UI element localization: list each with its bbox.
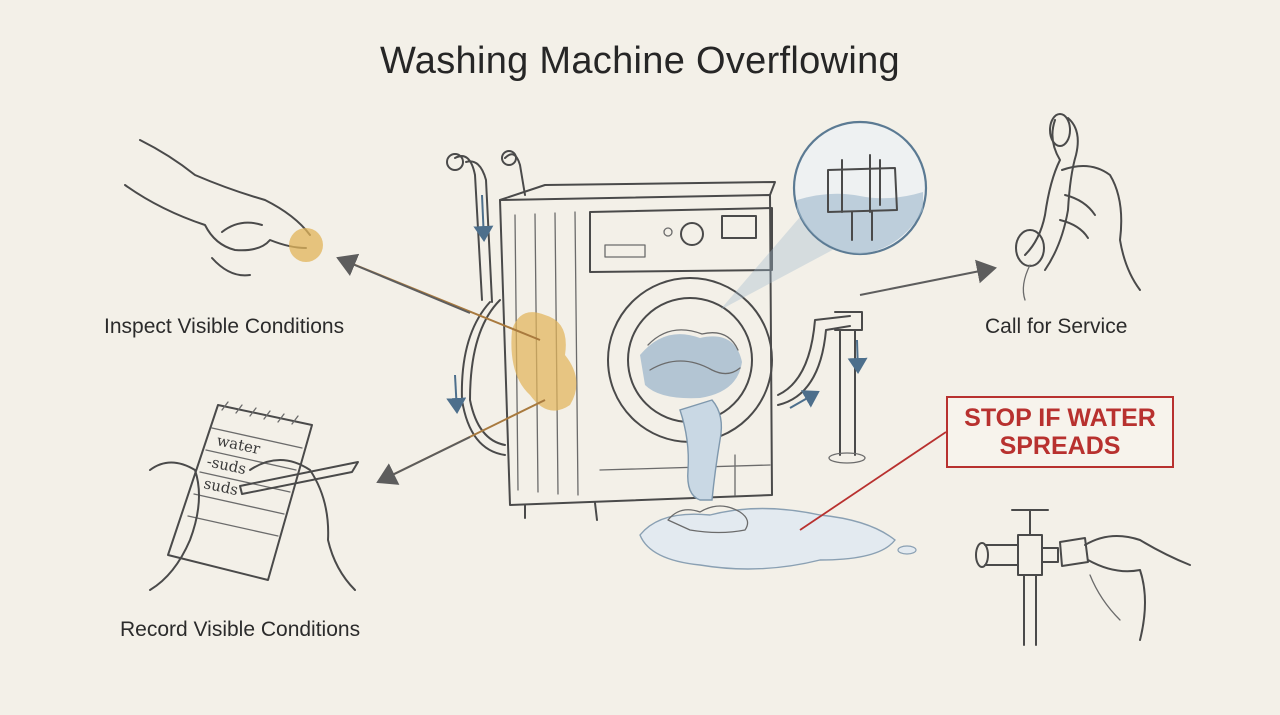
phone-handset-icon [1015, 113, 1141, 301]
notepad-hand-icon: water -suds suds [149, 401, 359, 591]
warning-box: STOP IF WATER SPREADS [946, 396, 1174, 468]
notepad-line-3: suds [202, 474, 240, 499]
warning-text: STOP IF WATER SPREADS [964, 404, 1156, 460]
washing-machine-icon [499, 181, 776, 521]
arrow-to-warning [799, 431, 947, 531]
water-overflow [639, 399, 917, 570]
flow-arrows [446, 194, 868, 414]
page-title: Washing Machine Overflowing [380, 40, 900, 82]
stain-mark [511, 312, 577, 411]
label-call: Call for Service [985, 315, 1128, 338]
shutoff-valve-icon [975, 509, 1191, 646]
water-valve-zoom-icon [720, 120, 928, 310]
callout-arrows [336, 253, 997, 531]
puddle-mark [639, 507, 896, 570]
label-record: Record Visible Conditions [120, 618, 361, 641]
label-inspect: Inspect Visible Conditions [104, 315, 345, 338]
arrow-to-call [859, 259, 997, 296]
pointing-hand-icon [124, 139, 323, 277]
drain-pipe [777, 311, 866, 464]
